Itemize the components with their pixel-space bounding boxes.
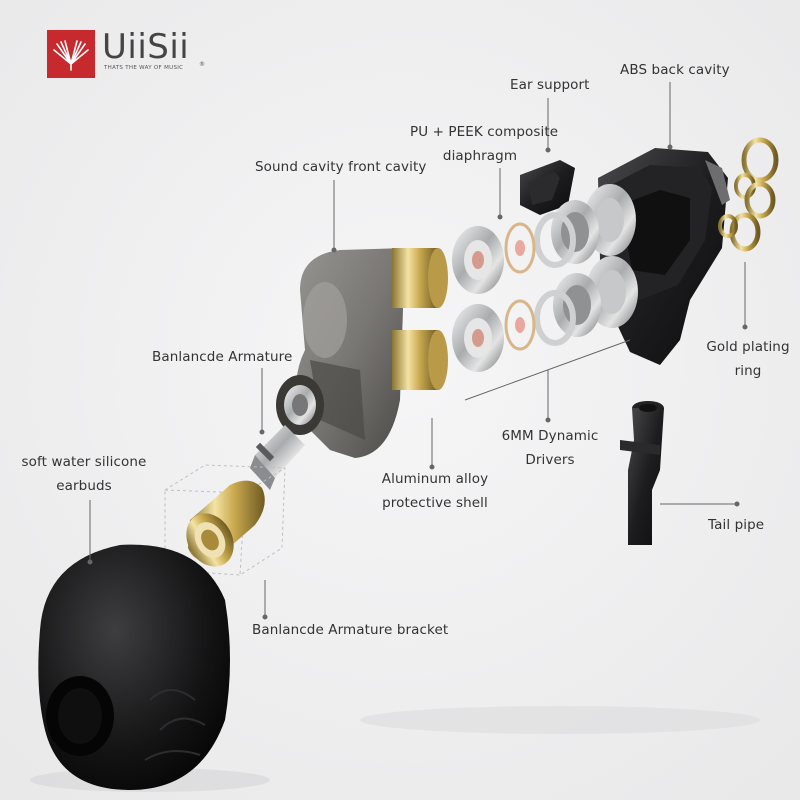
balanced-armature-part (250, 425, 305, 490)
registered-mark: ® (199, 61, 205, 68)
label-dynamic-drivers: 6MM Dynamic Drivers (495, 424, 605, 472)
sound-cavity-part (276, 248, 448, 458)
ear-support-part (520, 160, 575, 215)
label-pu-peek-line1: PU + PEEK composite (410, 124, 559, 140)
wing-emblem-icon (47, 30, 95, 78)
label-silicone-line2: earbuds (56, 478, 112, 494)
label-pu-peek-line2: diaphragm (442, 148, 518, 164)
label-armature-bracket: Banlancde Armature bracket (252, 622, 449, 638)
label-abs-back-cavity: ABS back cavity (620, 62, 730, 78)
label-aluminum-shell: Aluminum alloy protective shell (375, 467, 495, 515)
label-dynamic-drivers-line1: 6MM Dynamic (501, 428, 599, 444)
gold-plating-rings-part (718, 137, 779, 252)
dynamic-driver-upper (534, 184, 636, 268)
brand-name: UiiSii (102, 27, 190, 67)
diaphragm-part (504, 222, 536, 351)
label-gold-plating-line2: ring (734, 363, 762, 379)
label-aluminum-line2: protective shell (382, 495, 488, 511)
label-aluminum-line1: Aluminum alloy (381, 471, 489, 487)
brand-tagline: THATS THE WAY OF MUSIC (104, 65, 184, 71)
aluminum-shell-part (452, 226, 504, 372)
label-sound-cavity: Sound cavity front cavity (255, 159, 427, 175)
leader-lines (87, 82, 748, 620)
armature-bracket-part (164, 464, 286, 576)
label-banlancde-armature: Banlancde Armature (152, 349, 293, 365)
silicone-earbud-part (38, 544, 231, 790)
label-ear-support: Ear support (510, 77, 590, 93)
label-pu-peek-diaphragm: PU + PEEK composite diaphragm (410, 120, 559, 168)
label-silicone-line1: soft water silicone (21, 454, 147, 470)
tail-pipe-part (620, 401, 664, 545)
label-tail-pipe: Tail pipe (708, 517, 765, 533)
label-silicone-earbuds: soft water silicone earbuds (18, 450, 150, 498)
label-gold-plating-line1: Gold plating (706, 339, 790, 355)
brand-logo: UiiSii ® THATS THE WAY OF MUSIC (47, 27, 212, 80)
label-dynamic-drivers-line2: Drivers (525, 452, 575, 468)
dynamic-driver-lower (534, 256, 638, 346)
label-gold-plating-ring: Gold plating ring (700, 335, 796, 383)
